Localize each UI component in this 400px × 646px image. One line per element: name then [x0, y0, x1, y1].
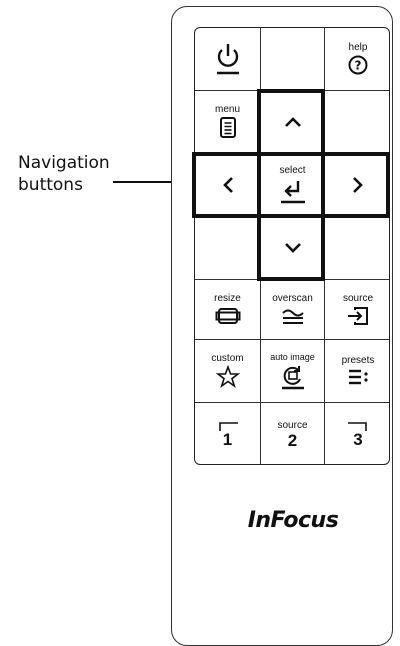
presets-list-icon [346, 367, 370, 387]
enter-arrow-icon [278, 177, 308, 205]
right-button[interactable] [325, 154, 389, 217]
preset-3-button[interactable]: 3 [325, 403, 389, 464]
screen-frame-icon [215, 305, 241, 327]
blank-button-bottom-right[interactable] [325, 217, 389, 280]
resize-label: resize [214, 292, 241, 304]
chevron-down-icon [283, 241, 303, 255]
menu-label: menu [214, 104, 240, 115]
bracket-right-icon [346, 421, 370, 431]
help-button[interactable]: help ? [325, 28, 389, 91]
question-circle-icon: ? [347, 54, 369, 76]
svg-text:?: ? [355, 59, 362, 73]
chevron-right-icon [351, 175, 365, 195]
infocus-logo: InFocus [247, 508, 339, 533]
blank-button-top[interactable] [261, 28, 325, 91]
source-2-number: 2 [287, 430, 298, 450]
presets-label: presets [341, 355, 375, 366]
overscan-button[interactable]: overscan [261, 280, 325, 340]
down-button[interactable] [261, 217, 325, 280]
overscan-wave-icon [279, 305, 307, 327]
menu-document-icon [218, 116, 238, 140]
blank-button-right[interactable] [325, 91, 389, 154]
bracket-left-icon [216, 421, 240, 431]
callout-line-2: buttons [18, 175, 83, 195]
preset-3-number: 3 [353, 429, 363, 449]
preset-1-button[interactable]: 1 [195, 403, 261, 464]
star-icon [215, 365, 240, 389]
callout-line-1: Navigation [18, 153, 110, 173]
source-button[interactable]: source [325, 280, 389, 340]
source-input-icon [345, 305, 371, 327]
button-keypad: help ? menu s [194, 27, 390, 465]
left-button[interactable] [195, 154, 261, 217]
source-2-button[interactable]: source 2 [261, 403, 325, 464]
callout-leader-line [113, 181, 195, 183]
navigation-buttons-callout: Navigation buttons [18, 152, 110, 196]
source-label: source [342, 292, 373, 304]
up-button[interactable] [261, 91, 325, 154]
select-label: select [279, 165, 306, 176]
menu-button[interactable]: menu [195, 91, 261, 154]
chevron-up-icon [283, 115, 303, 129]
help-label: help [348, 42, 368, 53]
preset-1-number: 1 [222, 429, 233, 449]
presets-button[interactable]: presets [325, 340, 389, 403]
resize-button[interactable]: resize [195, 280, 261, 340]
custom-button[interactable]: custom [195, 340, 261, 403]
auto-image-button[interactable]: auto image [261, 340, 325, 403]
overscan-label: overscan [272, 292, 313, 304]
source-2-label: source [277, 419, 308, 431]
auto-image-icon [279, 363, 307, 391]
custom-label: custom [211, 353, 244, 364]
blank-button-left[interactable] [195, 217, 261, 280]
auto-image-label: auto image [270, 352, 315, 362]
chevron-left-icon [221, 175, 235, 195]
remote-control-body [171, 6, 393, 646]
power-button[interactable] [195, 28, 261, 91]
power-icon [215, 43, 241, 75]
select-button[interactable]: select [261, 154, 325, 217]
